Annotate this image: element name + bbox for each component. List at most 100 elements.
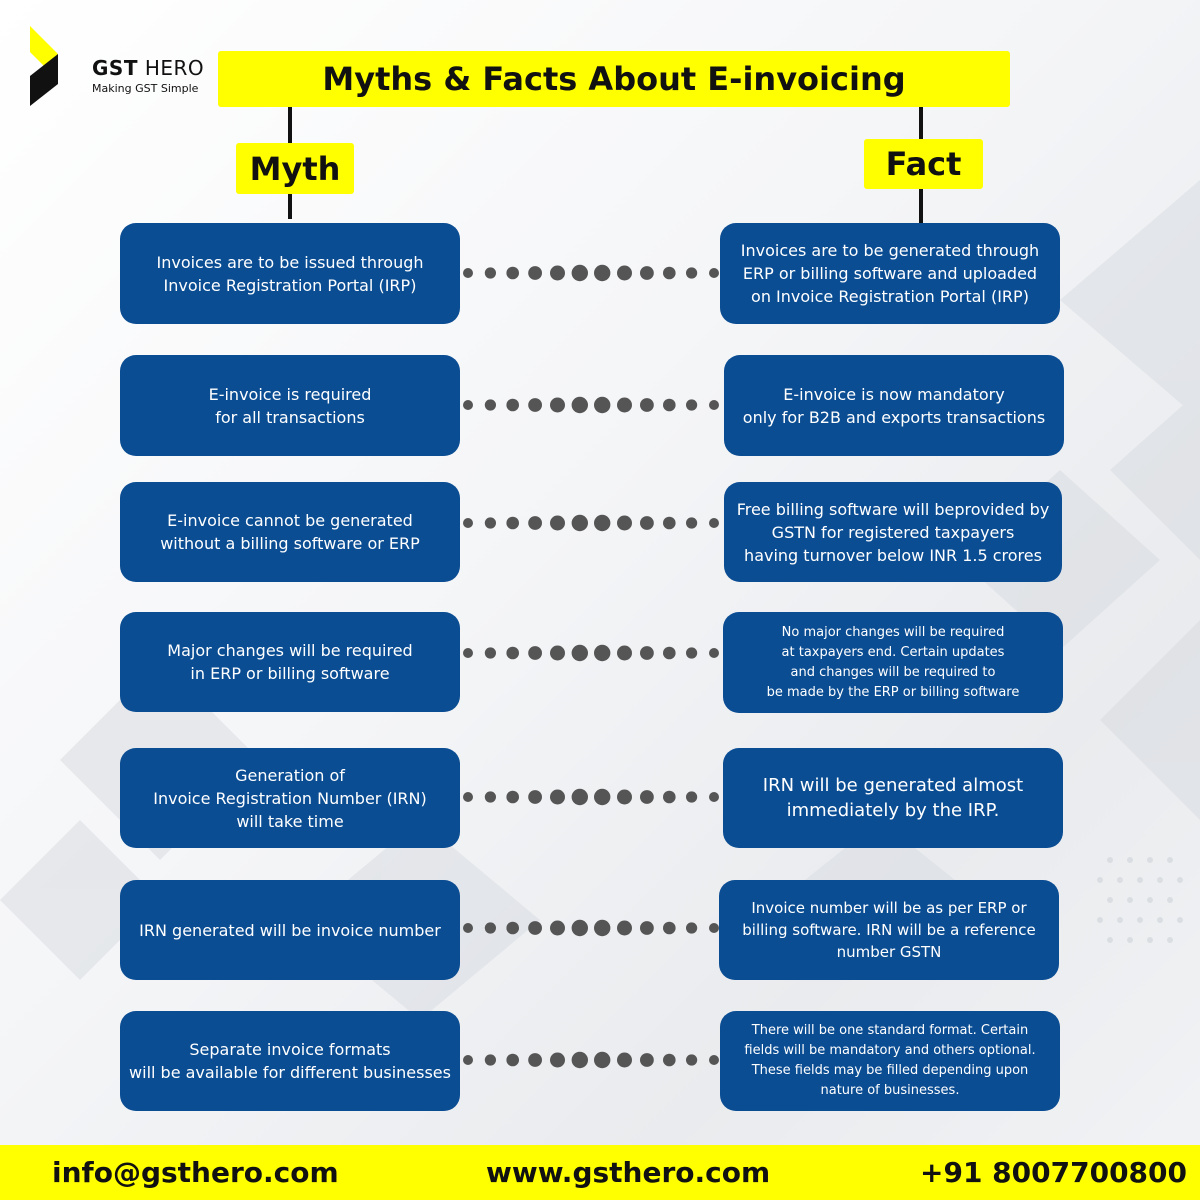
connector-dot [550, 1052, 565, 1068]
connector-dot [463, 792, 473, 802]
connector-dot [506, 516, 519, 530]
dotted-connector [463, 396, 719, 414]
connector-dot [617, 397, 632, 413]
connector-dot [594, 514, 611, 532]
connector-dot [463, 518, 473, 528]
myth-card: Major changes will be required in ERP or… [120, 612, 460, 712]
connector-dot [617, 515, 632, 531]
connector-dot [550, 789, 565, 805]
connector-dot [528, 790, 542, 804]
connector-dot [571, 264, 588, 282]
connector-dot [506, 646, 519, 660]
connector-dot [528, 398, 542, 412]
connector-dot [571, 788, 588, 806]
connector-dot [663, 921, 676, 935]
connector-dot [528, 266, 542, 280]
dotted-connector [463, 644, 719, 662]
connector-dot [640, 921, 654, 935]
connector-dot [686, 791, 698, 803]
connector-dot [594, 919, 611, 937]
connector-dot [463, 923, 473, 933]
myth-card: Invoices are to be issued through Invoic… [120, 223, 460, 324]
connector-dot [617, 920, 632, 936]
connector-dot [506, 398, 519, 412]
brand-logo: GST HERO Making GST Simple [28, 26, 204, 108]
connector-dot [686, 1054, 698, 1066]
connector-dot [663, 398, 676, 412]
connector-dot [617, 1052, 632, 1068]
footer-email-link[interactable]: info@gsthero.com [52, 1156, 339, 1189]
connector-dot [506, 790, 519, 804]
connector-dot [506, 921, 519, 935]
connector-dot [686, 267, 698, 279]
footer-bar: info@gsthero.com www.gsthero.com +91 800… [0, 1145, 1200, 1200]
brand-tagline: Making GST Simple [92, 82, 199, 95]
fact-card: No major changes will be required at tax… [723, 612, 1063, 713]
myth-card: E-invoice cannot be generated without a … [120, 482, 460, 582]
dotted-connector [463, 788, 719, 806]
connector-dot [594, 396, 611, 414]
connector-dot [506, 266, 519, 280]
connector-dot [484, 517, 496, 529]
connector-dot [640, 1053, 654, 1067]
connector-dot [571, 396, 588, 414]
brand-name: GST HERO [92, 56, 205, 80]
myth-card: Separate invoice formats will be availab… [120, 1011, 460, 1111]
connector-dot [484, 399, 496, 411]
connector-dot [663, 646, 676, 660]
connector-dot [686, 399, 698, 411]
dotted-connector [463, 919, 719, 937]
connector-dot [686, 517, 698, 529]
dotted-connector [463, 1051, 719, 1069]
dotted-connector [463, 264, 719, 282]
connector-dot [484, 922, 496, 934]
connector-dot [571, 919, 588, 937]
connector-dot [528, 921, 542, 935]
myth-card: IRN generated will be invoice number [120, 880, 460, 980]
connector-dot [640, 398, 654, 412]
connector-dot [640, 790, 654, 804]
page-title: Myths & Facts About E-invoicing [218, 51, 1010, 107]
connector-dot [463, 648, 473, 658]
connector-dot [528, 1053, 542, 1067]
connector-dot [709, 400, 719, 410]
footer-phone-link[interactable]: +91 8007700800 [920, 1156, 1187, 1189]
connector-dot [709, 923, 719, 933]
connector-dot [709, 518, 719, 528]
connector-dot [506, 1053, 519, 1067]
dotted-connector [463, 514, 719, 532]
connector-dot [550, 645, 565, 661]
connector-dot [617, 645, 632, 661]
connector-dot [709, 792, 719, 802]
connector-dot [617, 265, 632, 281]
footer-website-link[interactable]: www.gsthero.com [486, 1156, 771, 1189]
gst-hero-logo-mark-icon [30, 26, 58, 106]
connector-dot [663, 1053, 676, 1067]
fact-column-label: Fact [864, 139, 983, 189]
connector-dot [594, 1051, 611, 1069]
connector-dot [663, 790, 676, 804]
connector-dot [484, 1054, 496, 1066]
connector-dot [594, 788, 611, 806]
connector-dot [640, 516, 654, 530]
connector-dot [571, 1051, 588, 1069]
connector-dot [663, 516, 676, 530]
fact-card: E-invoice is now mandatory only for B2B … [724, 355, 1064, 456]
connector-dot [663, 266, 676, 280]
connector-dot [550, 920, 565, 936]
connector-dot [528, 516, 542, 530]
connector-dot [484, 267, 496, 279]
connector-dot [571, 644, 588, 662]
connector-dot [640, 646, 654, 660]
connector-dot [709, 648, 719, 658]
connector-dot [640, 266, 654, 280]
connector-dot [550, 265, 565, 281]
connector-dot [484, 647, 496, 659]
connector-dot [528, 646, 542, 660]
fact-card: IRN will be generated almost immediately… [723, 748, 1063, 848]
fact-card: Invoice number will be as per ERP or bil… [719, 880, 1059, 980]
connector-dot [686, 922, 698, 934]
connector-dot [594, 264, 611, 282]
connector-dot [463, 1055, 473, 1065]
connector-dot [550, 397, 565, 413]
